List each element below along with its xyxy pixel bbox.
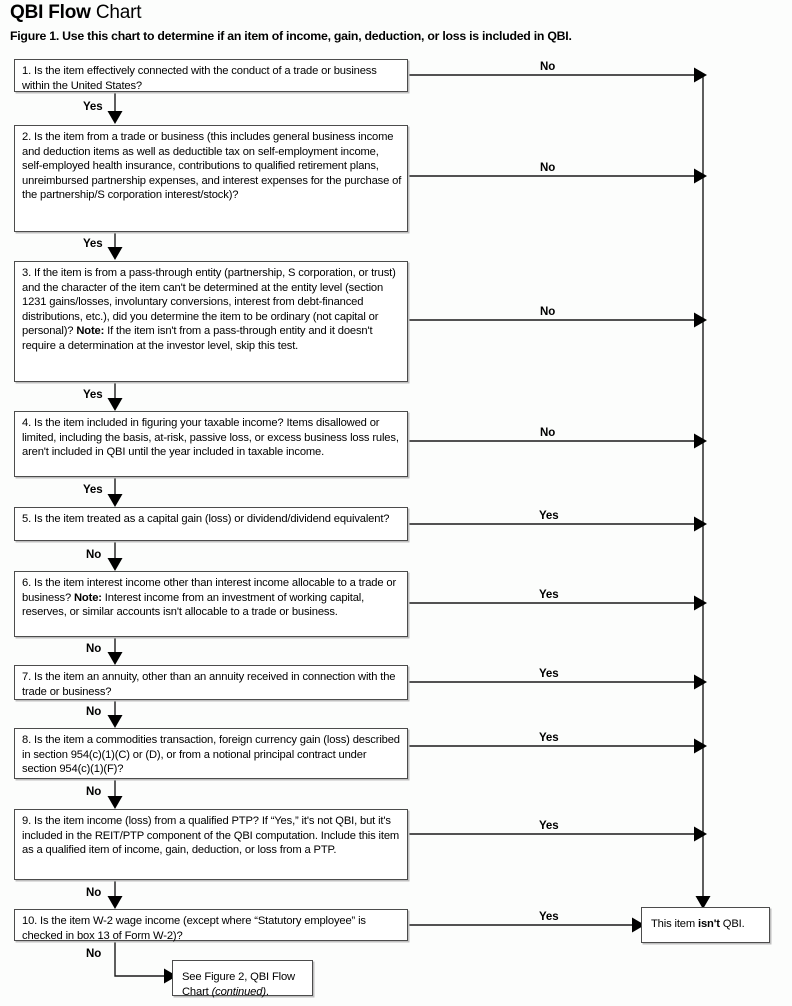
- edge-label-down-1: Yes: [83, 101, 103, 113]
- q5-down-arrowhead: [107, 558, 123, 571]
- decision-box-3-text: 3. If the item is from a pass-through en…: [22, 266, 402, 354]
- q9-down-arrowhead: [107, 896, 123, 909]
- figure-caption: Figure 1. Use this chart to determine if…: [10, 29, 572, 43]
- edge-label-right-7: Yes: [539, 668, 559, 680]
- q6-down-arrowhead: [107, 652, 123, 665]
- decision-box-4[interactable]: 4. Is the item included in figuring your…: [14, 411, 408, 477]
- continuation-line-2-a: Chart: [182, 985, 212, 998]
- edge-label-right-9: Yes: [539, 820, 559, 832]
- terminal-text-b: QBI.: [719, 918, 745, 930]
- continuation-line-1: See Figure 2, QBI Flow: [182, 971, 295, 983]
- page-title-regular: Chart: [90, 2, 142, 23]
- q6-right-arrowhead: [694, 595, 707, 611]
- decision-box-10-text: 10. Is the item W-2 wage income (except …: [22, 915, 366, 942]
- edge-label-right-1: No: [540, 61, 556, 73]
- decision-box-9-text: 9. Is the item income (loss) from a qual…: [22, 815, 400, 857]
- edge-label-right-8: Yes: [539, 732, 559, 744]
- q2-down-arrowhead: [107, 247, 123, 260]
- q1-down-arrowhead: [107, 111, 123, 124]
- q2-right-arrowhead: [694, 168, 707, 184]
- q9-right-arrowhead: [694, 826, 707, 842]
- decision-box-2[interactable]: 2. Is the item from a trade or business …: [14, 125, 408, 232]
- decision-box-1-text: 1. Is the item effectively connected wit…: [22, 65, 377, 92]
- page-title-bold: QBI Flow: [10, 2, 91, 23]
- q3-right-arrowhead: [694, 312, 707, 328]
- decision-box-6-text-a: 6. Is the item interest income other tha…: [22, 577, 397, 604]
- q8-right-arrowhead: [694, 738, 707, 754]
- edge-label-down-7: No: [86, 706, 102, 718]
- decision-box-6-text: 6. Is the item interest income other tha…: [22, 576, 402, 620]
- terminal-box-not-qbi[interactable]: This item isn't QBI.: [641, 907, 770, 943]
- q5-right-arrowhead: [694, 516, 707, 532]
- decision-box-5[interactable]: 5. Is the item treated as a capital gain…: [14, 507, 408, 541]
- edge-label-down-8: No: [86, 786, 102, 798]
- terminal-text-bold: isn't: [698, 918, 720, 930]
- edge-label-right-10: Yes: [539, 911, 559, 923]
- q7-right-arrowhead: [694, 674, 707, 690]
- q8-down-arrowhead: [107, 796, 123, 809]
- decision-box-7-text: 7. Is the item an annuity, other than an…: [22, 671, 396, 698]
- edge-label-down-2: Yes: [83, 238, 103, 250]
- decision-box-6-text-b: Interest income from an investment of wo…: [22, 591, 365, 619]
- edge-label-right-4: No: [540, 427, 556, 439]
- decision-box-3[interactable]: 3. If the item is from a pass-through en…: [14, 261, 408, 382]
- decision-box-7[interactable]: 7. Is the item an annuity, other than an…: [14, 665, 408, 700]
- decision-box-6[interactable]: 6. Is the item interest income other tha…: [14, 571, 408, 637]
- continuation-line-2-italic: (continued): [211, 985, 266, 998]
- edge-label-right-3: No: [540, 306, 556, 318]
- edge-label-down-9: No: [86, 887, 102, 899]
- decision-box-3-note-label: Note:: [76, 325, 105, 338]
- edge-label-down-5: No: [86, 549, 102, 561]
- q10-down-right-wire: [114, 941, 166, 977]
- edge-label-right-6: Yes: [539, 589, 559, 601]
- edge-label-down-6: No: [86, 643, 102, 655]
- q7-down-arrowhead: [107, 715, 123, 728]
- decision-box-6-note-label: Note:: [74, 591, 102, 604]
- decision-box-10[interactable]: 10. Is the item W-2 wage income (except …: [14, 909, 408, 942]
- decision-box-1[interactable]: 1. Is the item effectively connected wit…: [14, 59, 408, 92]
- decision-box-8-text: 8. Is the item a commodities transaction…: [22, 734, 400, 776]
- q4-right-arrowhead: [694, 433, 707, 449]
- edge-label-down-3: Yes: [83, 389, 103, 401]
- q4-down-arrowhead: [107, 494, 123, 507]
- edge-label-right-2: No: [540, 162, 556, 174]
- q1-right-arrowhead: [694, 67, 707, 83]
- decision-box-3-text-a: 3. If the item is from a pass-through en…: [22, 267, 396, 338]
- edge-label-down-10: No: [86, 948, 102, 960]
- decision-box-4-text: 4. Is the item included in figuring your…: [22, 417, 399, 459]
- decision-box-3-text-b: If the item isn't from a pass-through en…: [22, 325, 373, 352]
- terminal-box-text: This item isn't QBI.: [651, 917, 764, 932]
- decision-box-2-text: 2. Is the item from a trade or business …: [22, 131, 402, 202]
- edge-label-right-5: Yes: [539, 510, 559, 522]
- decision-box-9[interactable]: 9. Is the item income (loss) from a qual…: [14, 809, 408, 880]
- edge-label-down-4: Yes: [83, 484, 103, 496]
- terminal-text-a: This item: [651, 918, 698, 930]
- q3-down-arrowhead: [107, 398, 123, 411]
- continuation-line-2-b: .: [265, 985, 269, 998]
- page-title: QBI Flow Chart: [10, 2, 141, 24]
- decision-box-8[interactable]: 8. Is the item a commodities transaction…: [14, 728, 408, 779]
- decision-box-5-text: 5. Is the item treated as a capital gain…: [22, 513, 390, 525]
